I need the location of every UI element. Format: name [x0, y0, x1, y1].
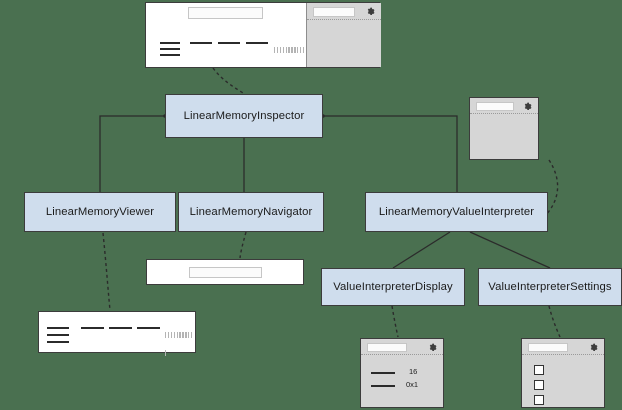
- linear-memory-navigator-mockup: [146, 259, 304, 285]
- value-interpreter-display-mockup: 16 0x1: [360, 338, 444, 408]
- settings-field[interactable]: [528, 343, 568, 352]
- mockup-interpreter-region: [306, 3, 381, 67]
- edge-interpreter-display: [392, 231, 451, 269]
- node-linear-memory-inspector[interactable]: LinearMemoryInspector: [165, 94, 323, 138]
- value-type-dash: [371, 372, 395, 374]
- node-label: ValueInterpreterSettings: [488, 281, 612, 293]
- node-linear-memory-value-interpreter[interactable]: LinearMemoryValueInterpreter: [365, 192, 548, 232]
- value-type-dash: [371, 385, 395, 387]
- mockup-viewer-region: [146, 3, 306, 67]
- value-interpreter-settings-mockup: [521, 338, 605, 408]
- mockup-titlebar: [470, 98, 538, 114]
- value-display-number: 16: [409, 367, 418, 376]
- memory-address-line: [160, 42, 180, 44]
- memory-address-line: [47, 334, 69, 336]
- edge-mock-display: [391, 305, 399, 338]
- interpreter-field[interactable]: [476, 102, 514, 111]
- memory-address-line: [160, 48, 180, 50]
- edge-mock-viewer: [102, 232, 111, 311]
- edge-mock-interpreter: [544, 159, 559, 217]
- node-label: LinearMemoryInspector: [183, 110, 305, 122]
- memory-ascii-dots: [274, 40, 306, 53]
- settings-checkbox[interactable]: [534, 365, 544, 375]
- memory-byte-group: [81, 327, 104, 329]
- settings-checkbox[interactable]: [534, 380, 544, 390]
- memory-byte-group: [246, 42, 268, 44]
- gear-icon[interactable]: [366, 7, 375, 16]
- linear-memory-value-interpreter-mockup: [469, 97, 539, 160]
- memory-byte-group: [190, 42, 212, 44]
- memory-address-line: [47, 341, 69, 343]
- settings-checkbox[interactable]: [534, 395, 544, 405]
- node-label: LinearMemoryViewer: [45, 206, 155, 218]
- node-value-interpreter-display[interactable]: ValueInterpreterDisplay: [321, 268, 465, 306]
- linear-memory-inspector-mockup: [145, 2, 381, 68]
- display-field[interactable]: [367, 343, 407, 352]
- gear-icon[interactable]: [589, 343, 598, 352]
- memory-ascii-dots: [165, 325, 195, 356]
- edge-inspector-viewer: [99, 115, 165, 192]
- node-label: LinearMemoryValueInterpreter: [378, 206, 535, 218]
- navigator-address-field[interactable]: [189, 267, 262, 278]
- memory-address-line: [160, 54, 180, 56]
- memory-address-line: [47, 327, 69, 329]
- memory-byte-group: [109, 327, 132, 329]
- node-label: ValueInterpreterDisplay: [333, 281, 453, 293]
- node-label: LinearMemoryNavigator: [189, 206, 313, 218]
- linear-memory-viewer-mockup: [38, 311, 196, 356]
- interpreter-field[interactable]: [313, 7, 355, 17]
- edge-inspector-interpreter: [323, 115, 458, 192]
- node-value-interpreter-settings[interactable]: ValueInterpreterSettings: [478, 268, 622, 306]
- node-linear-memory-viewer[interactable]: LinearMemoryViewer: [24, 192, 176, 232]
- edge-mock-navigator: [239, 231, 247, 259]
- memory-byte-group: [137, 327, 160, 329]
- gear-icon[interactable]: [428, 343, 437, 352]
- edge-interpreter-settings: [469, 231, 551, 269]
- mockup-titlebar: [522, 339, 604, 355]
- gear-icon[interactable]: [523, 102, 532, 111]
- node-linear-memory-navigator[interactable]: LinearMemoryNavigator: [178, 192, 324, 232]
- mockup-titlebar: [361, 339, 443, 355]
- navigator-address-field[interactable]: [188, 7, 263, 19]
- memory-byte-group: [218, 42, 240, 44]
- mockup-titlebar: [307, 3, 381, 20]
- edge-mock-inspector: [212, 67, 244, 94]
- value-display-hex: 0x1: [406, 380, 419, 389]
- edge-mock-settings: [548, 305, 561, 338]
